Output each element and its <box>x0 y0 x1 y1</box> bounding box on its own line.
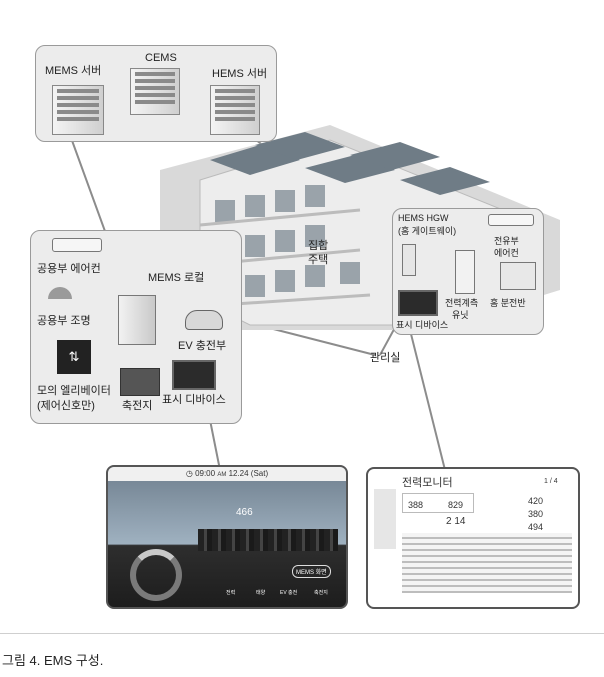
monitor-value-3: 420 <box>528 496 544 506</box>
mems-local-unit-icon <box>118 295 156 345</box>
clock-date: 12.24 (Sat) <box>228 469 269 478</box>
label-display-device-left: 표시 디바이스 <box>162 394 226 406</box>
label-storage-battery: 축전지 <box>122 400 153 412</box>
gauge-ring <box>130 549 182 601</box>
ev-car-icon <box>185 310 223 330</box>
monitor-page: 1 / 4 <box>544 478 558 485</box>
screen-button-solar[interactable]: 태양 <box>256 590 266 596</box>
label-private-aircon-line2: 에어컨 <box>494 248 519 258</box>
label-elevator-line1: 모의 엘리베이터 <box>37 385 111 397</box>
label-hems-server: HEMS 서버 <box>212 68 268 80</box>
screen-button-battery[interactable]: 축전지 <box>314 590 328 596</box>
monitor-value-4: 380 <box>528 509 544 519</box>
city-skyline <box>198 529 338 551</box>
label-ev-charger: EV 충전부 <box>178 340 227 352</box>
private-aircon-icon <box>488 214 534 226</box>
screen-button-power[interactable]: 전력 <box>226 590 236 596</box>
monitor-value-1: 388 <box>408 500 424 510</box>
clock-time: 09:00 <box>195 469 216 478</box>
hems-server-icon <box>210 85 260 135</box>
label-display-device-right: 표시 디바이스 <box>396 320 449 330</box>
label-apartment-line1: 집합 <box>308 240 329 252</box>
label-hems-hgw-line2: (홈 게이트웨이) <box>398 226 457 236</box>
label-mems-server: MEMS 서버 <box>45 65 102 77</box>
label-home-panel: 홈 분전반 <box>490 298 526 308</box>
screen-button-ev[interactable]: EV 충전 <box>280 590 298 596</box>
cems-server-icon <box>130 68 180 115</box>
monitor-value-5: 494 <box>528 522 544 532</box>
label-control-room: 관리실 <box>370 352 401 364</box>
screen-topbar: ◷ 09:00 AM 12.24 (Sat) <box>108 467 346 481</box>
label-power-meter-line2: 유닛 <box>452 310 469 320</box>
label-common-light: 공용부 조명 <box>37 315 91 327</box>
common-aircon-icon <box>52 238 102 252</box>
mems-screen-button[interactable]: MEMS 화면 <box>292 565 331 578</box>
monitor-value-6: 2 14 <box>446 516 466 527</box>
label-power-meter-line1: 전력계측 <box>445 298 479 308</box>
label-cems: CEMS <box>145 52 177 64</box>
elevator-icon: ⇅ <box>57 340 91 374</box>
line-display-right-screen <box>409 329 446 471</box>
clock-ampm: AM <box>217 472 227 478</box>
home-panel-icon <box>500 262 536 290</box>
label-hems-hgw-line1: HEMS HGW <box>398 213 449 223</box>
label-private-aircon-line1: 전유부 <box>494 236 519 246</box>
hems-hgw-icon <box>402 244 416 276</box>
screen-value: 466 <box>236 507 253 518</box>
monitor-bar-list <box>402 533 572 593</box>
monitor-title: 전력모니터 <box>402 477 453 489</box>
clock-icon: ◷ <box>185 469 193 478</box>
common-light-icon <box>48 287 72 299</box>
label-common-aircon: 공용부 에어컨 <box>37 263 101 275</box>
mems-server-icon <box>52 85 104 135</box>
label-apartment-line2: 주택 <box>308 254 329 266</box>
storage-battery-icon <box>120 368 160 396</box>
ems-diagram: MEMS 서버 CEMS HEMS 서버 공용부 에어컨 공용부 조명 ⇅ 모의… <box>30 45 580 609</box>
monitor-value-box-1 <box>402 493 474 513</box>
label-elevator-line2: (제어신호만) <box>37 400 95 412</box>
mems-display-screen: ◷ 09:00 AM 12.24 (Sat) 466 MEMS 화면 전력 태양… <box>106 465 348 609</box>
label-mems-local: MEMS 로컬 <box>148 272 205 284</box>
power-meter-icon <box>455 250 475 294</box>
figure-caption: 그림 4. EMS 구성. <box>2 653 104 668</box>
monitor-value-2: 829 <box>448 500 464 510</box>
power-monitor-screen: 전력모니터 1 / 4 388 829 420 380 494 2 14 <box>366 467 580 609</box>
monitor-logo <box>374 489 396 549</box>
display-device-left-icon <box>172 360 216 390</box>
caption-divider <box>0 633 604 634</box>
display-device-right-icon <box>398 290 438 316</box>
